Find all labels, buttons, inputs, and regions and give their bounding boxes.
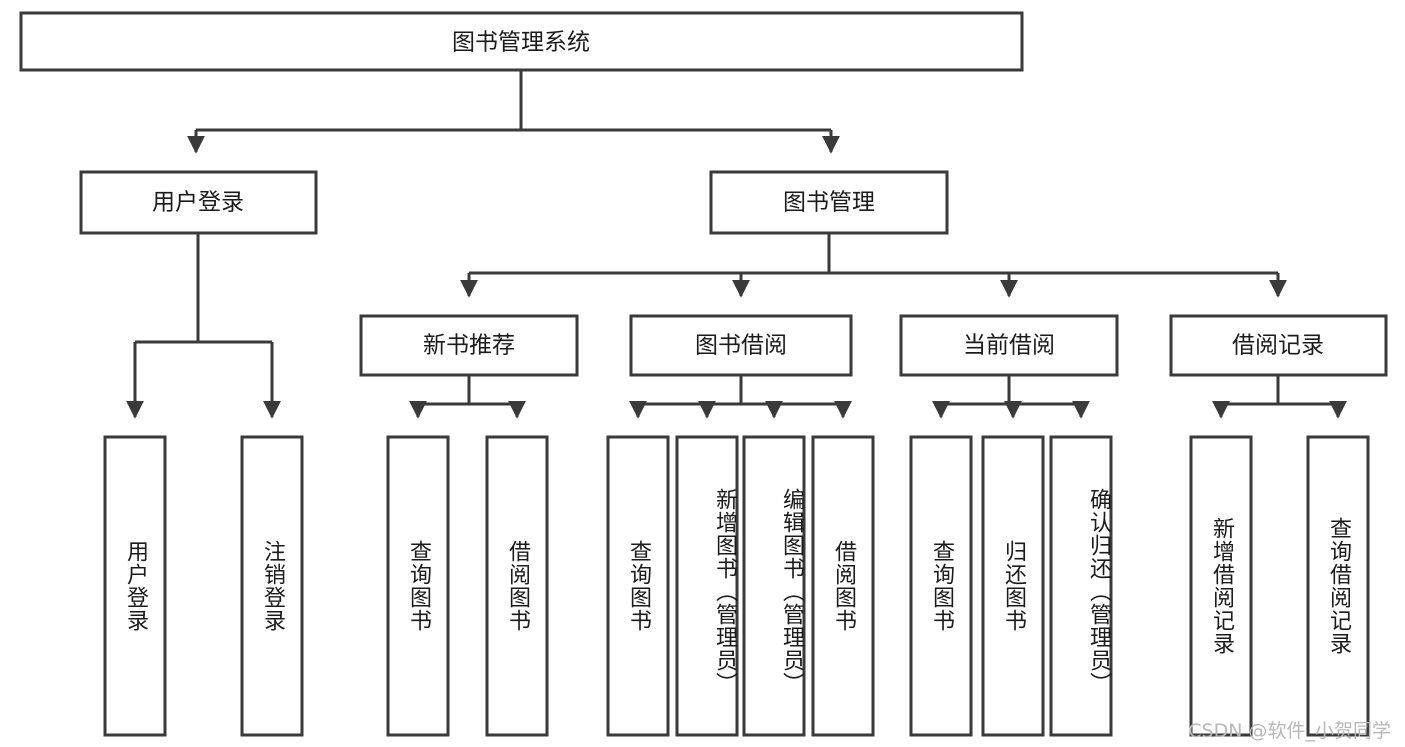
leaf-box-query-record[interactable] [1306, 435, 1370, 737]
node-borrow-record[interactable]: 借阅记录 [1169, 314, 1388, 377]
leaf-box-query-book-cur[interactable] [909, 435, 973, 737]
node-book-manage-label: 图书管理 [783, 190, 875, 216]
connector-book-borrow-to-leaves [629, 375, 852, 419]
node-new-book-rec-box [359, 314, 579, 377]
leaf-box-return-book[interactable] [981, 435, 1045, 737]
connector-user-login-to-leaves [126, 233, 281, 419]
leaf-box-user-logout[interactable] [240, 435, 304, 737]
node-borrow-record-label: 借阅记录 [1232, 333, 1324, 359]
node-current-borrow[interactable]: 当前借阅 [899, 314, 1119, 377]
node-user-login[interactable]: 用户登录 [79, 170, 318, 235]
leaf-box-edit-book[interactable] [742, 435, 806, 737]
node-root-label: 图书管理系统 [452, 30, 590, 56]
leaf-box-user-login[interactable] [103, 435, 167, 737]
leaf-box-add-book[interactable] [675, 435, 739, 737]
node-user-login-box [79, 170, 318, 235]
connector-borrow-record-to-leaves [1212, 375, 1347, 419]
node-root-box [19, 11, 1024, 72]
leaf-box-confirm-return[interactable] [1049, 435, 1113, 737]
leaf-box-add-record[interactable] [1189, 435, 1253, 737]
node-user-login-label: 用户登录 [152, 190, 244, 216]
node-book-borrow[interactable]: 图书借阅 [629, 314, 853, 377]
node-book-borrow-label: 图书借阅 [695, 333, 787, 359]
connector-current-borrow-to-leaves [932, 375, 1090, 419]
csdn-watermark: CSDN @软件_小贺同学 [1188, 720, 1391, 742]
leaf-box-query-book-bo[interactable] [606, 435, 670, 737]
connector-new-book-rec-to-leaves [409, 375, 526, 419]
leaf-box-query-book-rec[interactable] [386, 435, 450, 737]
node-root[interactable]: 图书管理系统 [19, 11, 1024, 72]
node-new-book-rec-label: 新书推荐 [423, 333, 515, 359]
leaf-box-borrow-book-bo[interactable] [811, 435, 875, 737]
node-book-manage[interactable]: 图书管理 [709, 170, 949, 235]
node-current-borrow-label: 当前借阅 [963, 333, 1055, 359]
connector-root-to-level2 [187, 70, 840, 154]
leaf-box-borrow-book-rec[interactable] [485, 435, 549, 737]
node-current-borrow-box [899, 314, 1119, 377]
connector-book-manage-to-level3 [460, 233, 1287, 298]
node-new-book-rec[interactable]: 新书推荐 [359, 314, 579, 377]
